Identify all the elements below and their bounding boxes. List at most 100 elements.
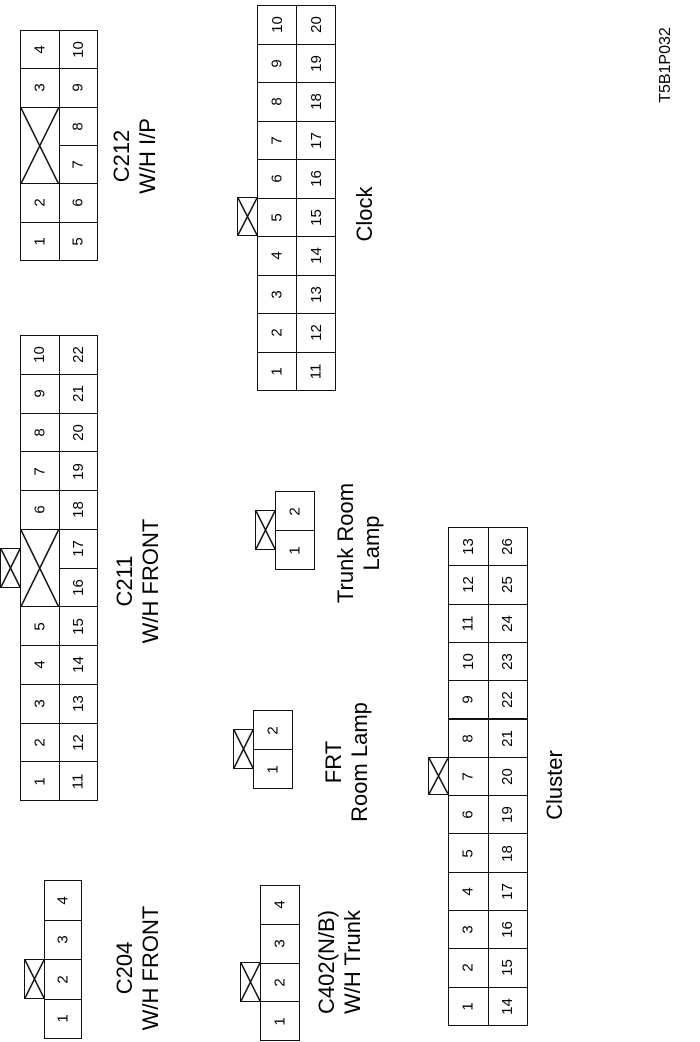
pin-number: 2 — [268, 328, 286, 337]
pin-cell: 2 — [20, 722, 60, 763]
pin-number: 24 — [499, 614, 517, 632]
connector-c204-description: W/H FRONT — [138, 905, 163, 1031]
pin-cell: 20 — [296, 5, 336, 45]
pin-cell: 4 — [20, 645, 60, 685]
pin-cell: 19 — [296, 43, 336, 83]
pin-number: 11 — [69, 773, 87, 789]
connector-clock-description: Clock — [352, 186, 377, 242]
connector-c212-name: C212 — [109, 129, 134, 183]
pin-number: 3 — [459, 925, 477, 934]
connector-latch-icon — [255, 510, 276, 550]
pin-number: 20 — [499, 768, 517, 785]
pin-number: 19 — [69, 462, 87, 480]
pin-number: 19 — [307, 54, 325, 72]
pin-number: 8 — [459, 733, 477, 743]
pin-cell: 3 — [44, 919, 82, 960]
pin-cell: 13 — [296, 274, 336, 314]
pin-number: 2 — [459, 963, 477, 973]
pin-number: 12 — [69, 734, 87, 751]
pin-cell: 8 — [448, 718, 489, 758]
pin-number: 2 — [31, 198, 49, 208]
pin-number: 4 — [31, 45, 49, 54]
pin-number: 1 — [268, 367, 286, 376]
blank-cavity — [20, 528, 60, 608]
connector-c211-name: C211 — [112, 555, 137, 607]
pin-cell: 6 — [58, 183, 98, 223]
pin-cell: 13 — [448, 527, 489, 567]
pin-number: 15 — [307, 208, 325, 226]
pin-cell: 11 — [58, 761, 98, 801]
connector-c212-label: C212 W/H I/P — [109, 91, 161, 221]
latch-cross-icon — [429, 758, 448, 794]
pin-number: 8 — [69, 122, 87, 131]
pin-number: 1 — [31, 776, 49, 786]
pin-cell: 2 — [275, 491, 315, 531]
pin-number: 4 — [31, 660, 49, 670]
pin-cell: 1 — [20, 221, 60, 261]
pin-cell: 9 — [58, 68, 98, 108]
connector-cluster-description: Cluster — [542, 750, 567, 820]
pin-number: 7 — [31, 466, 49, 476]
connector-latch-icon — [24, 958, 45, 999]
pin-number: 25 — [499, 576, 517, 594]
pin-cell: 12 — [296, 313, 336, 353]
pin-cell: 12 — [58, 722, 98, 763]
pin-number: 18 — [69, 501, 87, 519]
pin-cell: 16 — [487, 910, 528, 950]
latch-cross-icon — [234, 730, 253, 768]
pin-number: 10 — [268, 16, 286, 34]
pin-cell: 10 — [20, 335, 60, 375]
latch-cross-icon — [256, 511, 275, 549]
pin-cell: 14 — [487, 986, 528, 1026]
pin-number: 22 — [499, 691, 517, 709]
pin-number: 16 — [307, 170, 325, 188]
pin-number: 5 — [31, 621, 49, 631]
connector-c211-label: C211 W/H FRONT — [112, 496, 164, 666]
pin-cell: 9 — [20, 373, 60, 414]
connector-latch-icon — [428, 756, 449, 795]
pin-cell: 10 — [257, 5, 297, 45]
connector-latch-icon — [0, 547, 21, 588]
connector-latch-icon — [240, 961, 261, 1002]
connector-trunk-room-lamp-description: Lamp — [359, 515, 384, 571]
pin-cell: 7 — [257, 120, 297, 160]
pin-cell: 10 — [448, 641, 489, 682]
pin-number: 16 — [69, 579, 87, 596]
pin-number: 5 — [268, 213, 286, 222]
figure-code: T5B1P032 — [656, 27, 674, 103]
pin-cell: 24 — [487, 603, 528, 643]
pin-number: 3 — [268, 290, 286, 299]
pin-cell: 16 — [296, 159, 336, 199]
pin-cell: 25 — [487, 565, 528, 605]
pin-cell: 6 — [257, 159, 297, 199]
pin-number: 10 — [31, 346, 49, 364]
pin-number: 2 — [271, 978, 289, 987]
pin-cell: 3 — [257, 274, 297, 314]
pin-number: 19 — [499, 806, 517, 824]
pin-cell: 22 — [58, 335, 98, 375]
pin-cell: 1 — [260, 1001, 300, 1041]
pin-number: 8 — [268, 97, 286, 106]
pin-cell: 11 — [448, 603, 489, 643]
pin-cell: 9 — [448, 680, 489, 720]
pin-number: 7 — [69, 160, 87, 169]
pin-cell: 4 — [20, 30, 60, 70]
pin-number: 7 — [268, 136, 286, 145]
pin-cell: 16 — [58, 567, 98, 608]
pin-cell: 18 — [487, 833, 528, 873]
pin-number: 12 — [459, 576, 477, 594]
connector-c204-name: C204 — [112, 941, 137, 995]
connector-c402-name: C402(N/B) — [314, 910, 339, 1014]
pin-cell: 1 — [275, 530, 315, 570]
cavity-cross-icon — [21, 530, 59, 607]
pin-number: 21 — [69, 385, 87, 402]
pin-cell: 1 — [253, 749, 293, 789]
pin-number: 13 — [307, 285, 325, 303]
pin-cell: 2 — [260, 962, 300, 1003]
pin-cell: 23 — [487, 641, 528, 682]
pin-cell: 22 — [487, 680, 528, 720]
connector-trunk-room-lamp-name: Trunk Room — [333, 482, 358, 604]
pin-cell: 19 — [58, 451, 98, 491]
pin-number: 6 — [459, 810, 477, 819]
pin-cell: 9 — [257, 43, 297, 83]
